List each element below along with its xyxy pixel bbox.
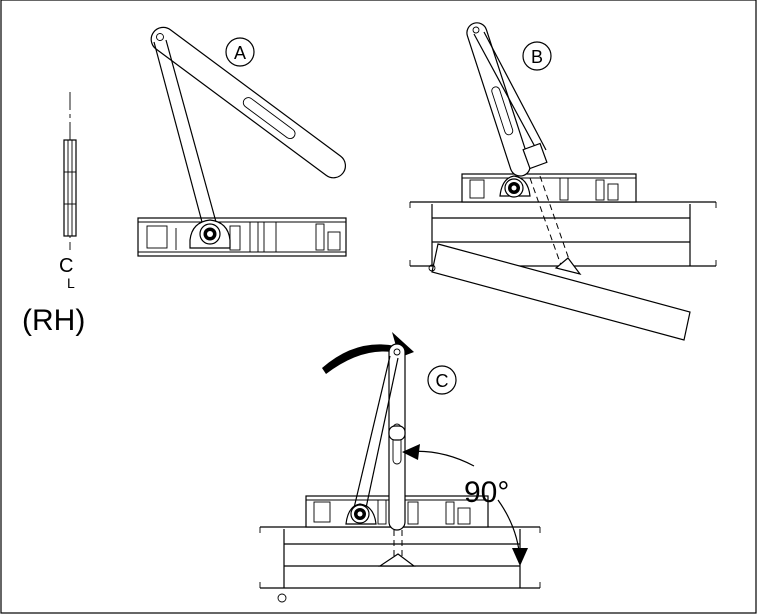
hinge-centerline	[63, 92, 77, 250]
view-b-closer	[409, 22, 717, 341]
view-a-badge	[225, 37, 255, 67]
angle-arrowhead-icon	[402, 444, 420, 460]
view-c-badge	[427, 365, 457, 395]
centerline-subscript: L	[67, 275, 75, 291]
view-c-label: C	[436, 371, 449, 391]
angle-arrowhead-icon	[512, 548, 528, 566]
view-a-label: A	[234, 43, 246, 63]
view-a-closer	[137, 26, 347, 257]
view-b-badge	[522, 41, 552, 71]
view-b-label: B	[531, 47, 543, 67]
centerline-symbol: C	[59, 255, 73, 277]
view-c-closer	[259, 332, 541, 603]
angle-label: 90°	[464, 476, 509, 509]
hand-label: (RH)	[22, 304, 85, 337]
swing-arrow-icon	[322, 332, 414, 374]
